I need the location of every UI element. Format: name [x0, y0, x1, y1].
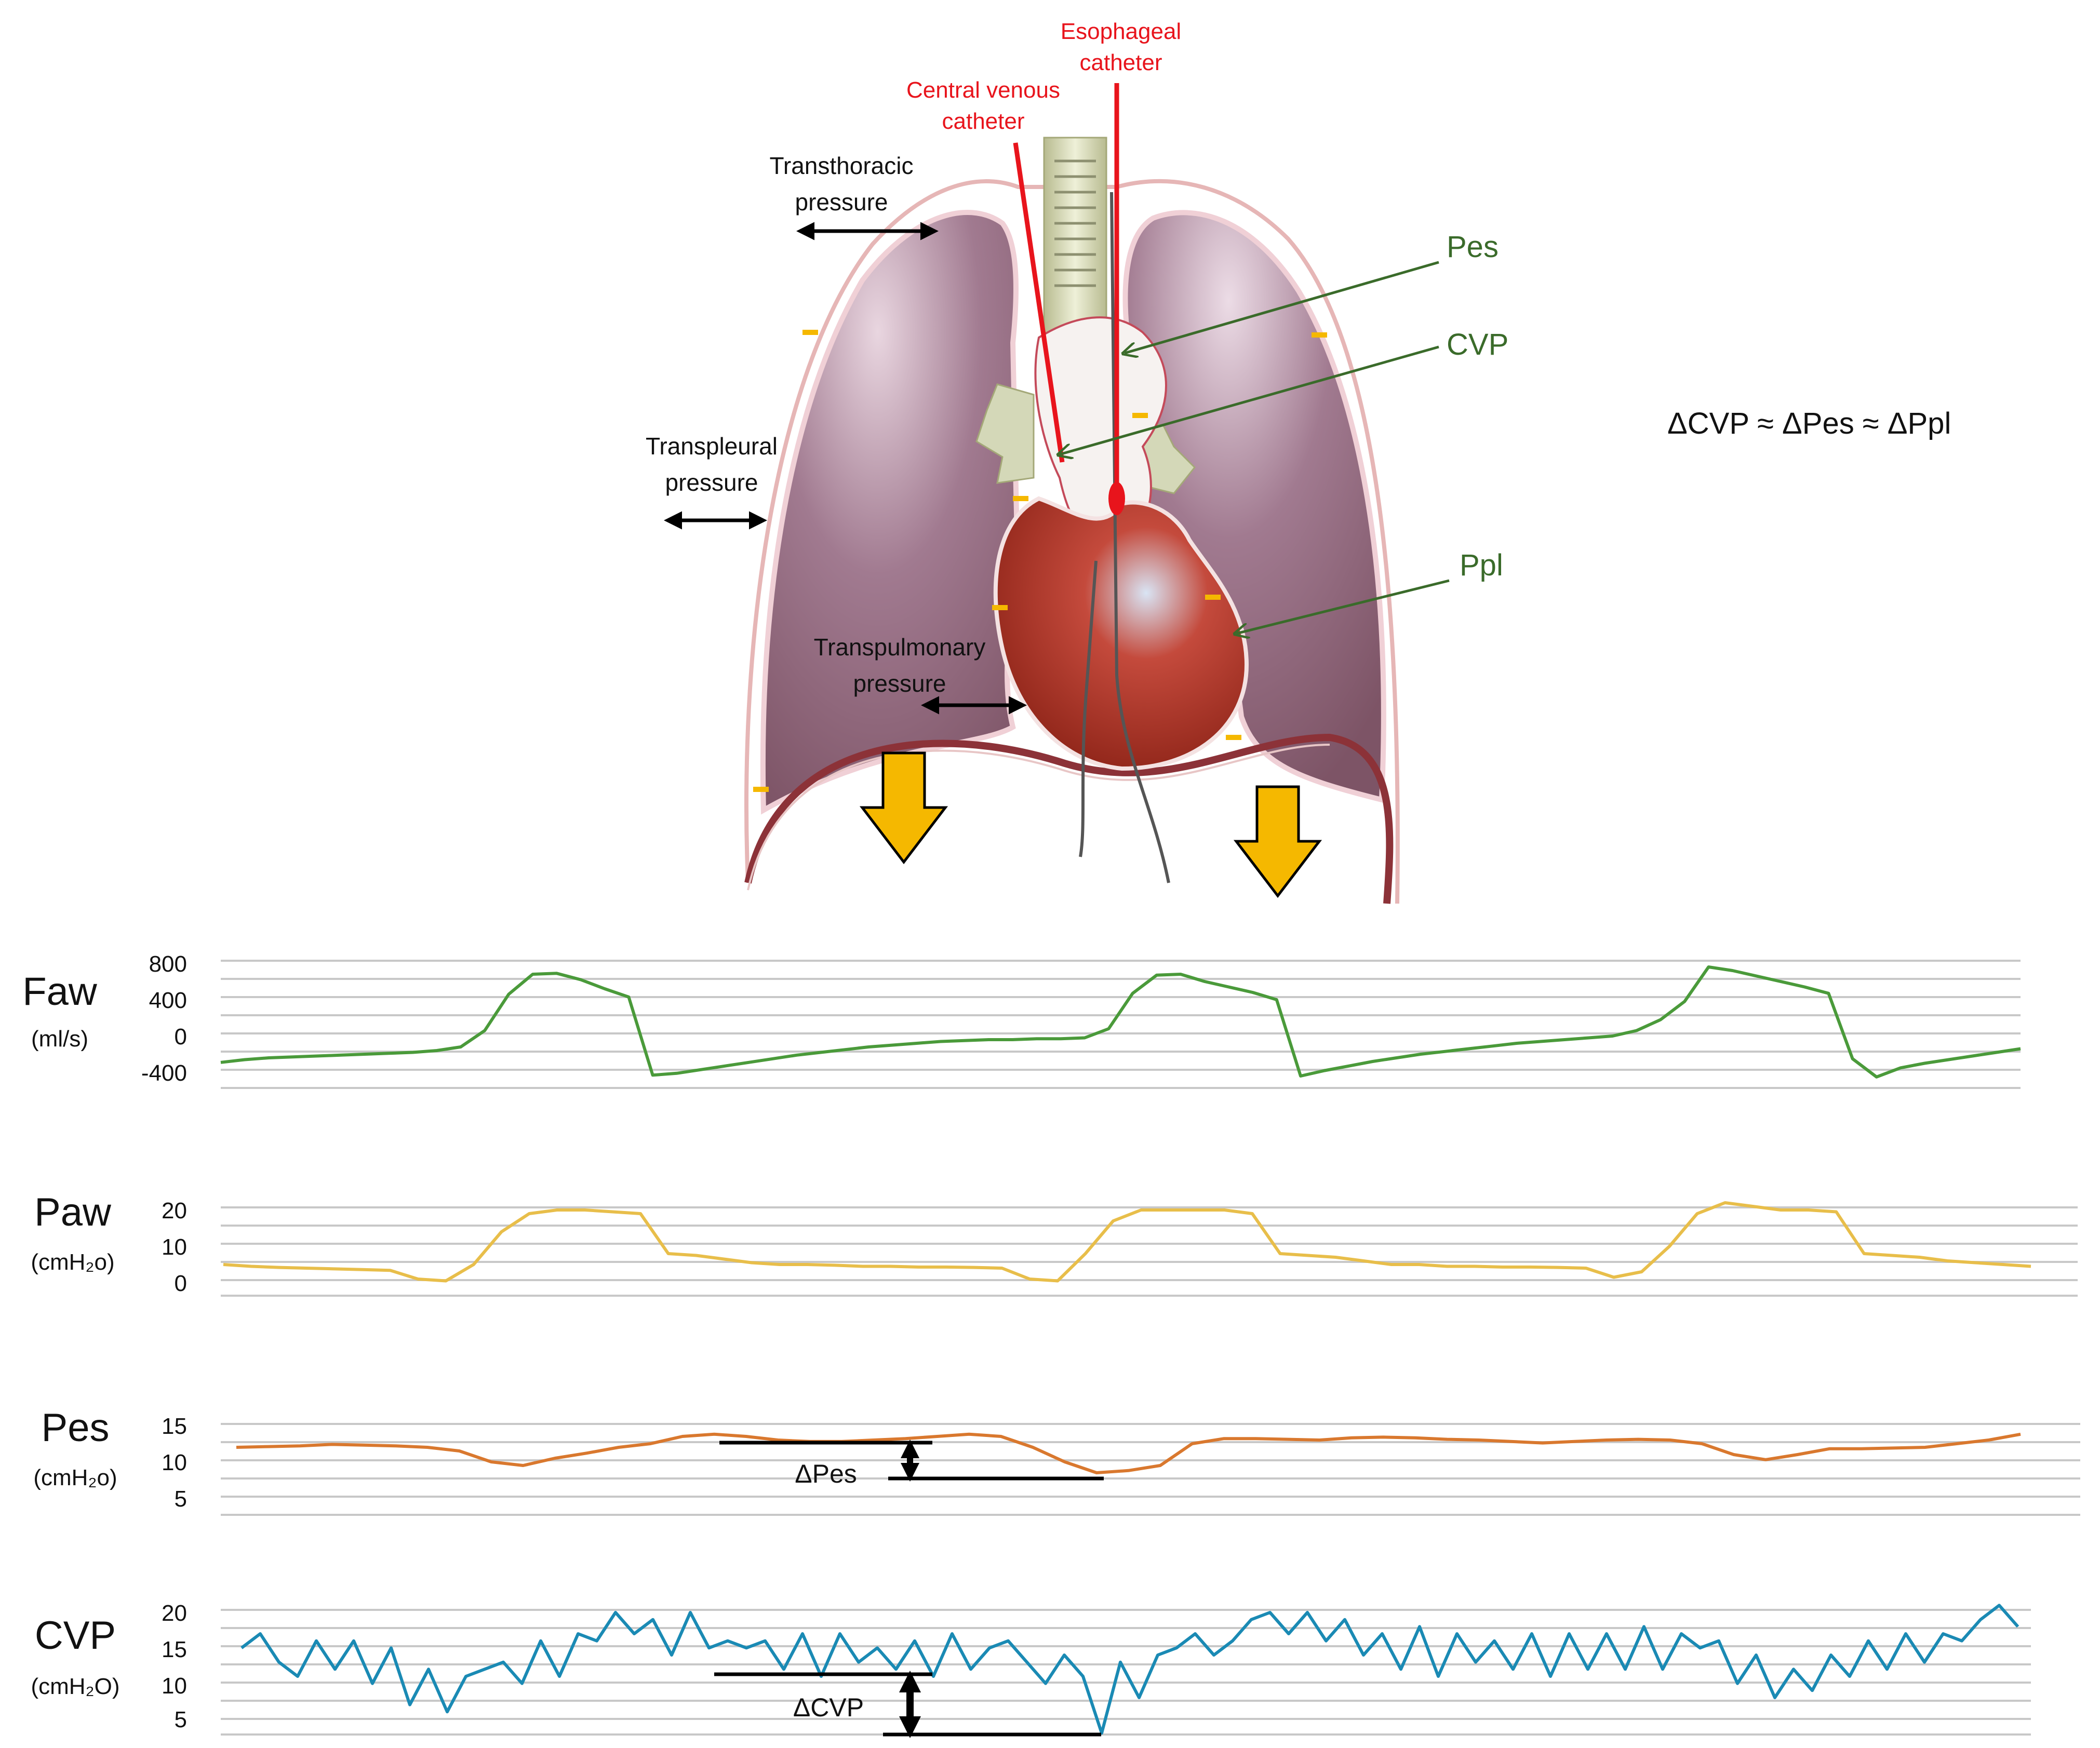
transpulmonary-label-2: pressure: [853, 670, 946, 697]
transthoracic-label-1: Transthoracic: [770, 152, 914, 179]
panel-title: CVP: [35, 1613, 116, 1658]
panel-paw: Paw (cmH₂o) 20 10 0: [31, 1190, 2078, 1297]
central-venous-catheter-label-2: catheter: [942, 109, 1025, 134]
transpleural-label-1: Transpleural: [646, 433, 778, 460]
central-venous-catheter-line: [1013, 142, 1065, 463]
diaphragm-arrow-right: [1233, 785, 1322, 898]
panel-unit: (cmH₂O): [31, 1674, 119, 1699]
panel-unit: (ml/s): [31, 1026, 88, 1052]
transpulmonary-label-1: Transpulmonary: [814, 634, 986, 661]
esophageal-catheter-label-2: catheter: [1080, 50, 1162, 75]
pes-label: Pes: [1447, 230, 1499, 264]
y-tick-label: 400: [149, 988, 187, 1013]
diaphragm-arrow-left: [859, 751, 948, 865]
y-tick-label: 15: [162, 1414, 187, 1439]
esophageal-catheter-label-1: Esophageal: [1061, 19, 1181, 44]
pes-leader: [1125, 261, 1439, 353]
panel-unit: (cmH₂o): [31, 1249, 114, 1275]
delta-cvp-label: ΔCVP: [793, 1693, 864, 1722]
y-tick-label: 15: [162, 1637, 187, 1662]
series-line: [236, 1432, 2021, 1474]
panel-pes: Pes (cmH₂o) 15 10 5: [33, 1406, 2080, 1516]
delta-cvp-annotation: ΔCVP: [714, 1671, 1101, 1738]
delta-pes-annotation: ΔPes: [719, 1440, 1104, 1488]
y-tick-label: 0: [175, 1271, 187, 1296]
delta-pes-label: ΔPes: [795, 1459, 857, 1488]
great-vessels: [1034, 316, 1167, 552]
y-tick-label: 0: [175, 1024, 187, 1050]
thorax-illustration: [664, 83, 1450, 904]
panel-title: Faw: [22, 970, 98, 1014]
panel-title: Pes: [42, 1406, 110, 1450]
esophagus-tube: [1110, 192, 1170, 883]
panel-cvp: CVP (cmH₂O) 20 15 10 5: [31, 1601, 2031, 1736]
y-tick-label: 800: [149, 951, 187, 977]
y-tick-label: 20: [162, 1198, 187, 1223]
y-tick-label: 5: [175, 1486, 187, 1512]
cvp-leader: [1060, 345, 1439, 454]
panel-faw: Faw (ml/s) 800 400 0 -400: [22, 951, 2021, 1089]
diaphragm: [744, 733, 1394, 904]
right-lung: [1122, 210, 1386, 803]
y-tick-label: 10: [162, 1234, 187, 1260]
heart: [993, 496, 1249, 771]
y-tick-label: 10: [162, 1450, 187, 1475]
esophageal-balloon: [1108, 482, 1125, 515]
y-tick-label: 20: [162, 1601, 187, 1626]
series-line: [220, 965, 2021, 1079]
series-line: [223, 1201, 2031, 1283]
cvp-label: CVP: [1447, 328, 1508, 361]
central-venous-catheter-label-1: Central venous: [906, 77, 1060, 103]
transpleural-label-2: pressure: [665, 469, 758, 496]
left-lung: [760, 210, 1021, 815]
panel-unit: (cmH₂o): [33, 1465, 117, 1490]
y-tick-label: 5: [175, 1707, 187, 1732]
series-line: [240, 1604, 2019, 1735]
y-tick-label: -400: [141, 1060, 187, 1086]
equation: ΔCVP ≈ ΔPes ≈ ΔPpl: [1667, 407, 1951, 440]
transthoracic-label-2: pressure: [795, 189, 888, 216]
panel-title: Paw: [34, 1190, 112, 1234]
bronchus-left: [975, 383, 1035, 484]
ppl-leader: [1236, 579, 1450, 634]
y-tick-label: 10: [162, 1673, 187, 1699]
ppl-label: Ppl: [1460, 548, 1503, 582]
